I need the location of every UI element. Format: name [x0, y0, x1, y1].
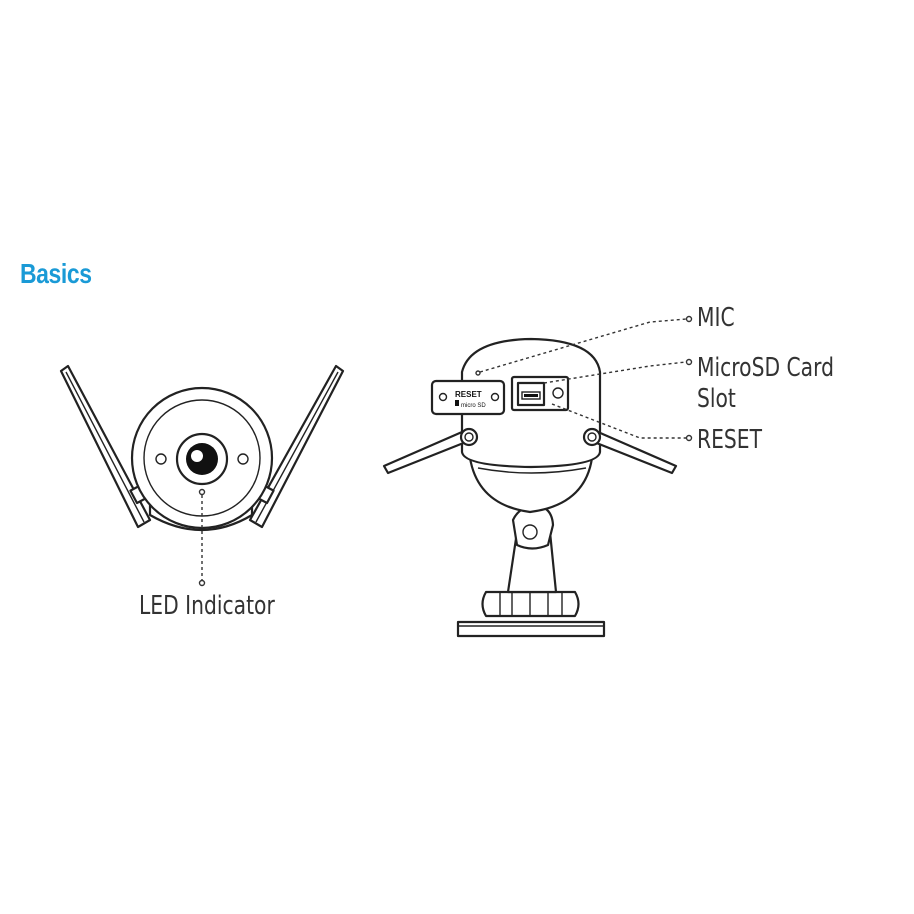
front-view-camera [59, 364, 345, 587]
led-indicator-label: LED Indicator [139, 591, 275, 621]
microsd-leader-end [685, 358, 693, 366]
side-left-antenna [382, 427, 479, 475]
reset-sd-panel: RESET micro SD [430, 379, 506, 416]
panel-reset-text: RESET [455, 390, 482, 399]
front-camera-body [130, 386, 274, 531]
reset-leader-line [551, 403, 686, 439]
side-view-camera: RESET micro SD [382, 315, 693, 638]
led-leader-end [198, 579, 206, 587]
reset-leader-end [685, 434, 693, 442]
mic-leader-end [685, 315, 693, 323]
mic-point [475, 370, 481, 376]
panel-microsd-text: micro SD [461, 403, 486, 409]
mic-label: MIC [697, 303, 735, 333]
port-panel [510, 375, 570, 412]
mount-base [456, 590, 606, 638]
microsd-label-line2: Slot [697, 384, 736, 414]
side-camera-body [460, 337, 602, 514]
reset-label: RESET [697, 425, 762, 455]
led-indicator-point [198, 488, 206, 496]
mount-arm [506, 504, 558, 594]
side-right-antenna [582, 427, 678, 475]
section-title: Basics [20, 258, 92, 289]
left-antenna [59, 364, 152, 529]
microsd-label-line1: MicroSD Card [697, 353, 834, 383]
leader-lines [475, 315, 693, 442]
